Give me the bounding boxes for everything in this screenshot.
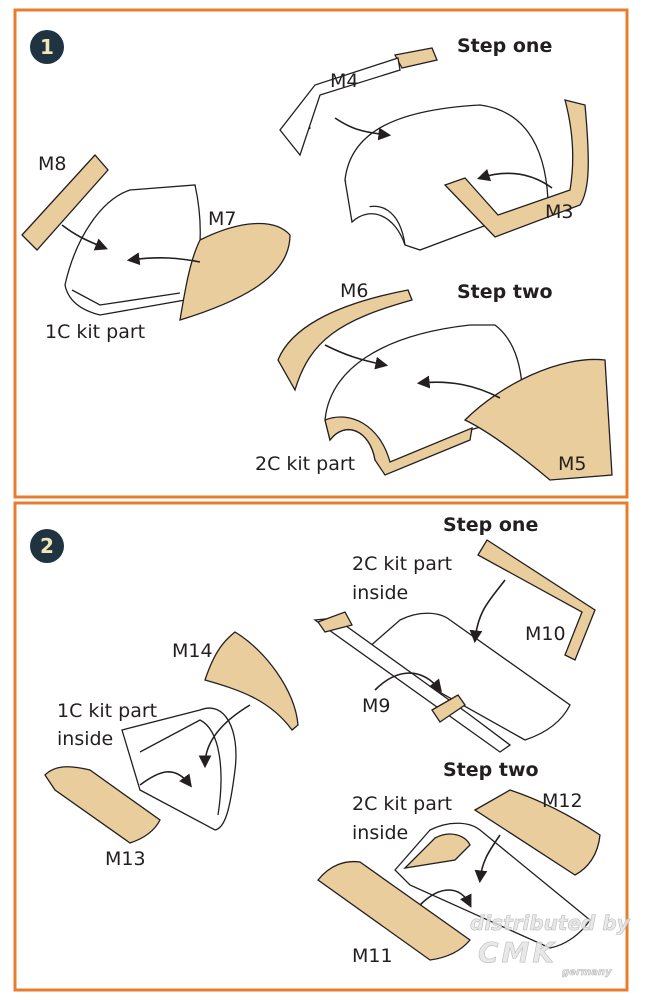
- svg-text:2: 2: [40, 534, 54, 558]
- m13-part: [44, 766, 161, 844]
- m7-part: [179, 222, 291, 321]
- m10-part: [477, 539, 596, 661]
- step-badge-2: 2: [30, 529, 64, 563]
- m3-part: [443, 99, 589, 238]
- panel-1-border: [13, 8, 629, 499]
- label-m11: M11: [352, 945, 393, 967]
- m6-part: [277, 289, 413, 392]
- step-two-heading: Step two: [457, 281, 553, 303]
- m5-part: [463, 358, 613, 481]
- svg-text:CMK: CMK: [478, 936, 557, 969]
- step-one-heading-2: Step one: [443, 514, 538, 536]
- label-m13: M13: [105, 848, 146, 870]
- label-inside-a: inside: [352, 582, 408, 604]
- label-m5: M5: [558, 453, 586, 475]
- label-m14: M14: [172, 640, 213, 662]
- step-one-heading: Step one: [457, 35, 552, 57]
- label-m12: M12: [542, 790, 583, 812]
- svg-text:germany: germany: [562, 967, 612, 978]
- kit-part-1c: [64, 184, 201, 316]
- svg-text:1: 1: [40, 35, 54, 59]
- label-inside-1c: inside: [57, 728, 113, 750]
- label-m4: M4: [330, 70, 358, 92]
- m11-part: [317, 860, 471, 961]
- distributor-watermark: distributed by CMK germany: [470, 911, 631, 979]
- panel-2-border: [13, 501, 629, 992]
- label-m9: M9: [362, 695, 390, 717]
- label-m7: M7: [208, 208, 236, 230]
- label-1c-kit-part-inside: 1C kit part: [57, 700, 157, 722]
- label-m10: M10: [525, 623, 566, 645]
- step-badge-1: 1: [30, 30, 64, 64]
- label-2c-kit-part-b: 2C kit part: [352, 793, 452, 815]
- label-1c-kit-part: 1C kit part: [45, 321, 145, 343]
- kit-part-2c-inside-a: [366, 612, 571, 741]
- label-2c-kit-part: 2C kit part: [255, 453, 355, 475]
- m14-part: [204, 631, 299, 731]
- label-m3: M3: [545, 201, 573, 223]
- label-m6: M6: [340, 280, 368, 302]
- label-m8: M8: [38, 153, 66, 175]
- label-inside-b: inside: [352, 822, 408, 844]
- step-two-heading-2: Step two: [443, 759, 539, 781]
- m8-part: [21, 154, 109, 251]
- m12-part: [473, 789, 601, 876]
- label-2c-kit-part-a: 2C kit part: [352, 553, 452, 575]
- svg-text:distributed by: distributed by: [470, 911, 631, 935]
